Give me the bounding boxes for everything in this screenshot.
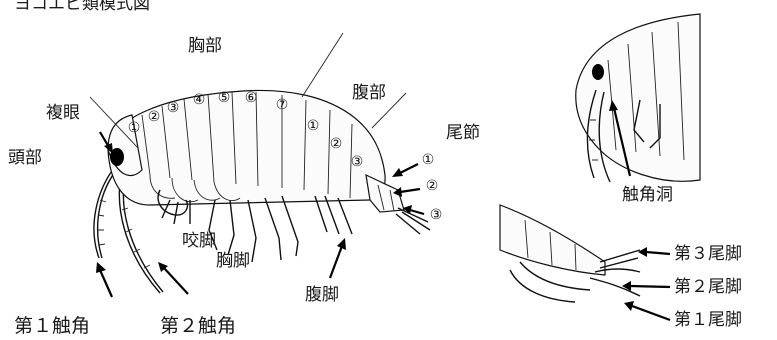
head-detail-drawing: [576, 14, 700, 182]
label-antenna-2: 第２触角: [160, 315, 236, 337]
label-antenna-1: 第１触角: [14, 315, 90, 337]
label-head: 頭部: [8, 148, 42, 168]
urosome-segment-2: ②: [426, 178, 439, 194]
label-uropod-1: 第１尾脚: [674, 310, 742, 330]
label-uropod-3: 第３尾脚: [674, 244, 742, 264]
label-uropod-2: 第２尾脚: [674, 277, 742, 297]
thoracic-segment-6: ⑥: [245, 90, 258, 106]
label-thoracic-legs: 胸脚: [216, 251, 250, 271]
urosome-segment-3: ③: [430, 207, 443, 223]
diagram-caption: ヨコエビ類模式図: [14, 0, 150, 14]
thoracic-segment-4: ④: [193, 92, 206, 108]
main-amphipod-drawing: [94, 90, 430, 293]
label-pleopods: 腹脚: [305, 285, 339, 305]
label-telson: 尾節: [446, 123, 480, 143]
thoracic-segment-7: ⑦: [276, 97, 289, 113]
thoracic-segment-1: ①: [128, 120, 141, 136]
urosome-segment-1: ①: [422, 152, 435, 168]
abdominal-segment-3: ③: [351, 154, 364, 170]
label-mouthparts: 咬脚: [182, 231, 216, 251]
thoracic-segment-2: ②: [148, 109, 161, 125]
uropod-detail-drawing: [500, 205, 640, 302]
urosome-segment-numbers: ① ② ③: [392, 152, 442, 223]
label-abdomen-region: 腹部: [352, 83, 386, 103]
label-antennal-sinus: 触角洞: [622, 185, 673, 205]
abdominal-segment-1: ①: [307, 118, 320, 134]
thoracic-segment-3: ③: [167, 100, 180, 116]
abdominal-segment-2: ②: [330, 136, 343, 152]
label-chest-region: 胸部: [188, 36, 222, 56]
label-compound-eye: 複眼: [46, 103, 80, 123]
thoracic-segment-5: ⑤: [218, 90, 231, 106]
